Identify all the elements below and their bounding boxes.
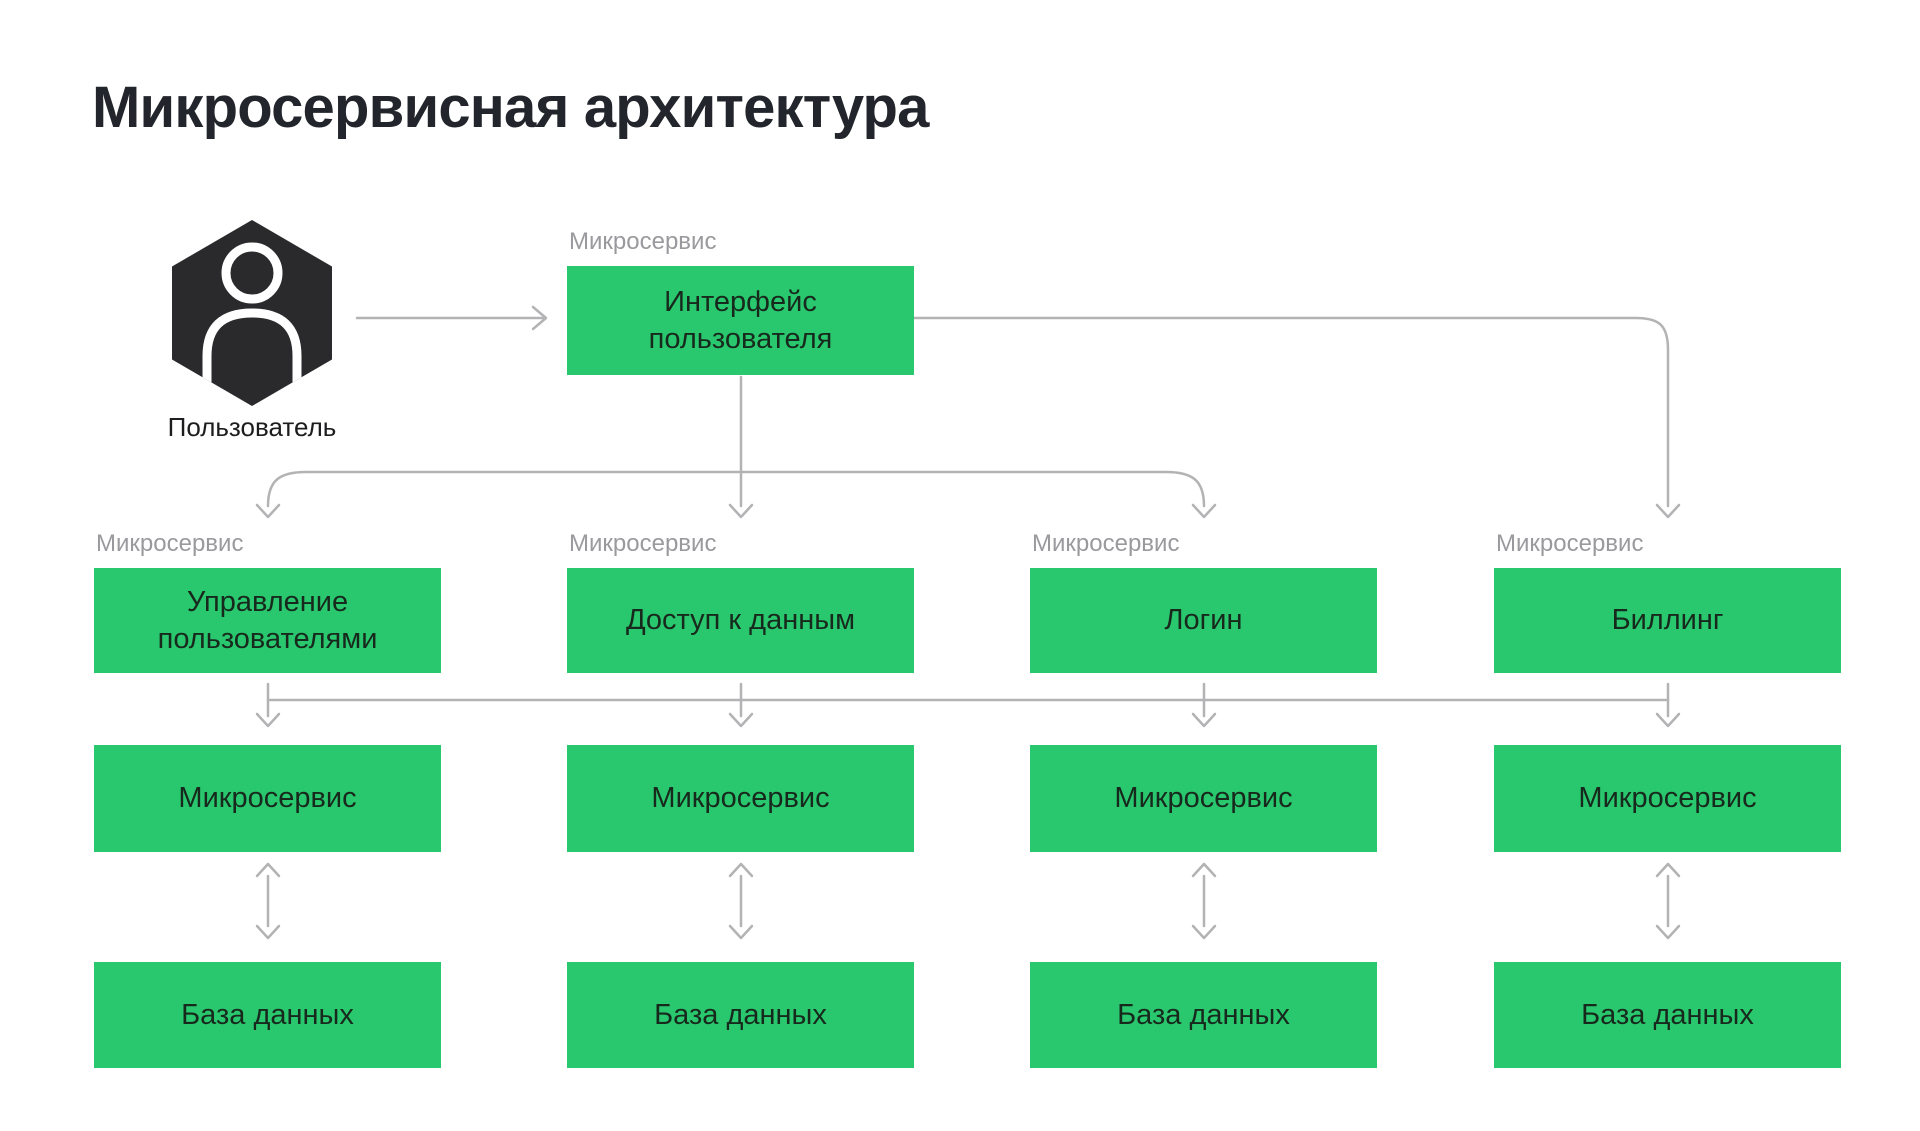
database-box: База данных [567,962,914,1068]
arrowhead-up-icon [255,862,281,878]
page-title: Микросервисная архитектура [92,75,929,140]
service-box: Микросервис [94,745,441,852]
service-box-ui: Интерфейс пользователя [567,266,914,375]
arrowhead-up-icon [1191,862,1217,878]
service-box: Управление пользователями [94,568,441,673]
database-box: База данных [94,962,441,1068]
user-hexagon-icon [172,220,332,406]
arrowhead-right-icon [531,305,548,331]
arrowhead-down-icon [255,503,281,519]
microservice-tag: Микросервис [569,228,717,255]
service-box: Микросервис [567,745,914,852]
arrowhead-down-icon [728,924,754,940]
node-database-2: База данных [567,962,914,1068]
arrowhead-up-icon [728,862,754,878]
user-label: Пользователь [167,412,337,442]
node-ui-service: Микросервис Интерфейс пользователя [567,229,914,375]
node-microservice-1: Микросервис [94,745,441,852]
node-database-1: База данных [94,962,441,1068]
database-box: База данных [1494,962,1841,1068]
arrowhead-down-icon [728,712,754,728]
node-user-management: Микросервис Управление пользователями [94,531,441,673]
node-microservice-3: Микросервис [1030,745,1377,852]
node-database-4: База данных [1494,962,1841,1068]
branch-line [266,470,1206,508]
node-microservice-4: Микросервис [1494,745,1841,852]
arrowhead-down-icon [1655,924,1681,940]
microservice-tag: Микросервис [96,530,244,557]
node-billing: Микросервис Биллинг [1494,531,1841,673]
microservice-tag: Микросервис [1496,530,1644,557]
arrowhead-down-icon [1191,712,1217,728]
arrow-ui-to-billing [911,316,1670,508]
microservice-tag: Микросервис [569,530,717,557]
arrowhead-up-icon [1655,862,1681,878]
arrowhead-down-icon [728,503,754,519]
service-box: Микросервис [1030,745,1377,852]
user-node: Пользователь [168,220,336,442]
arrowhead-down-icon [1191,924,1217,940]
service-box: Доступ к данным [567,568,914,673]
node-microservice-2: Микросервис [567,745,914,852]
microservice-tag: Микросервис [1032,530,1180,557]
arrowhead-down-icon [255,712,281,728]
service-box: Микросервис [1494,745,1841,852]
service-box: Логин [1030,568,1377,673]
database-box: База данных [1030,962,1377,1068]
node-login: Микросервис Логин [1030,531,1377,673]
arrowhead-down-icon [1655,712,1681,728]
arrowhead-down-icon [255,924,281,940]
node-database-3: База данных [1030,962,1377,1068]
arrowhead-down-icon [1655,503,1681,519]
service-box: Биллинг [1494,568,1841,673]
arrowhead-down-icon [1191,503,1217,519]
node-data-access: Микросервис Доступ к данным [567,531,914,673]
